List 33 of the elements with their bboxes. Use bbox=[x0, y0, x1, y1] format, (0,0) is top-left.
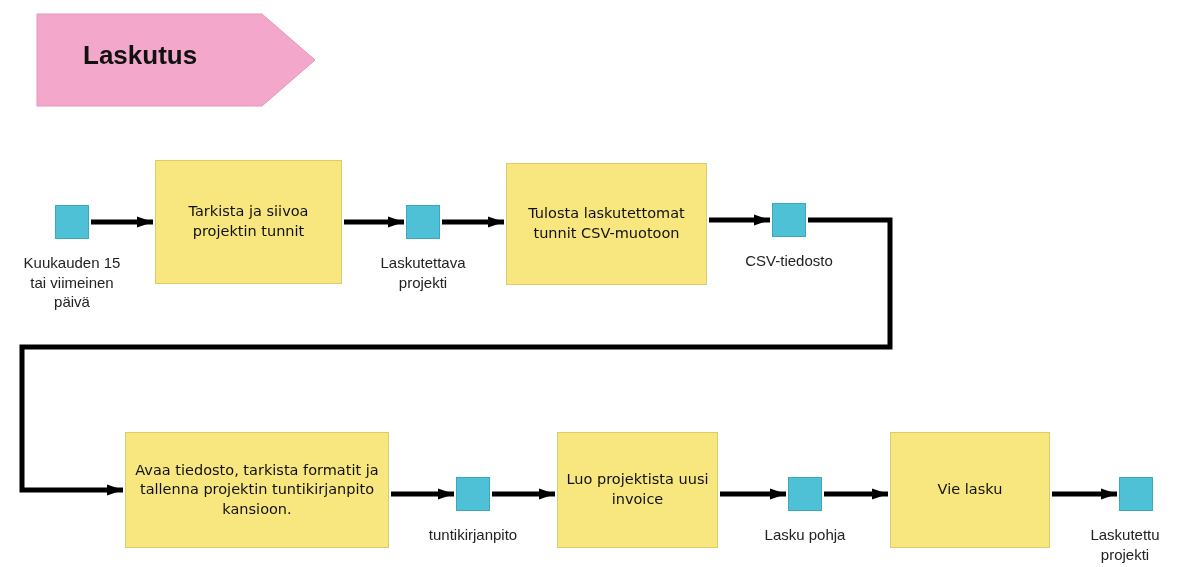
arrow bbox=[492, 488, 555, 500]
title: Laskutus bbox=[83, 40, 198, 71]
data-square bbox=[772, 203, 806, 237]
node-caption: Laskutettu projekti bbox=[1089, 525, 1161, 564]
arrow bbox=[442, 216, 504, 228]
process-box bbox=[125, 432, 389, 548]
process-text: Vie lasku bbox=[937, 480, 1003, 500]
data-square bbox=[406, 205, 440, 239]
arrow bbox=[709, 214, 770, 226]
process-text: Tulosta laskutettomat tunnit CSV-muotoon bbox=[527, 204, 686, 243]
node-caption: Kuukauden 15 tai viimeinen päivä bbox=[22, 253, 122, 312]
process-text: Avaa tiedosto, tarkista formatit ja tallenna projektin tuntikirjanpito kansioon. bbox=[134, 460, 380, 519]
arrow bbox=[91, 216, 153, 228]
node-caption: tuntikirjanpito bbox=[427, 525, 519, 545]
process-box bbox=[890, 432, 1050, 548]
data-square bbox=[55, 205, 89, 239]
arrow bbox=[824, 488, 888, 500]
process-box bbox=[557, 432, 718, 548]
node-caption: CSV-tiedosto bbox=[744, 251, 834, 271]
process-box bbox=[155, 160, 342, 284]
arrow bbox=[1052, 488, 1117, 500]
process-text: Luo projektista uusi invoice bbox=[565, 470, 710, 509]
arrow bbox=[19, 217, 893, 496]
data-square bbox=[1119, 477, 1153, 511]
process-box bbox=[506, 163, 707, 285]
arrow bbox=[720, 488, 786, 500]
process-text: Tarkista ja siivoa projektin tunnit bbox=[187, 202, 310, 241]
arrow bbox=[344, 216, 404, 228]
arrow bbox=[391, 488, 454, 500]
data-square bbox=[456, 477, 490, 511]
data-square bbox=[788, 477, 822, 511]
node-caption: Lasku pohja bbox=[763, 525, 847, 545]
node-caption: Laskutettava projekti bbox=[379, 253, 467, 292]
